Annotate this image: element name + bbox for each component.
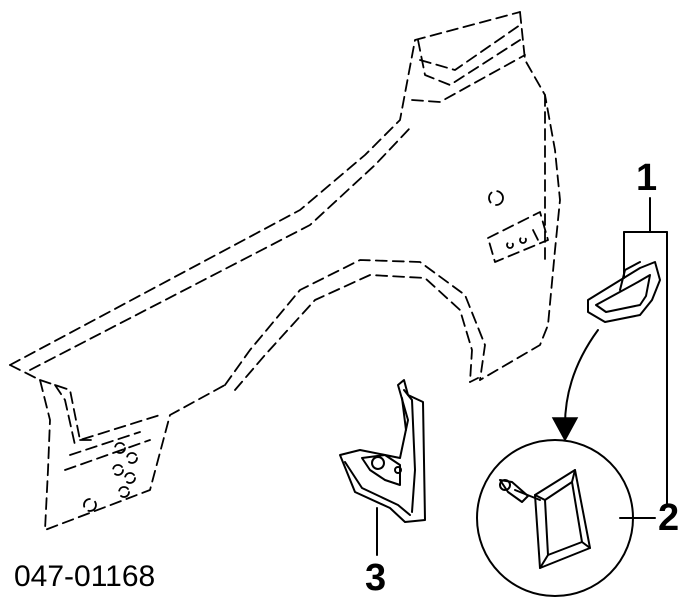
catalog-number: 047-01168 — [14, 560, 155, 593]
fender-outline — [9, 11, 561, 531]
callout-1: 1 — [636, 157, 657, 199]
detail-circle — [476, 439, 656, 597]
splash-guard-piece — [551, 197, 668, 506]
mud-flap — [339, 379, 426, 556]
callout-2: 2 — [658, 497, 679, 539]
callout-3: 3 — [365, 557, 386, 599]
